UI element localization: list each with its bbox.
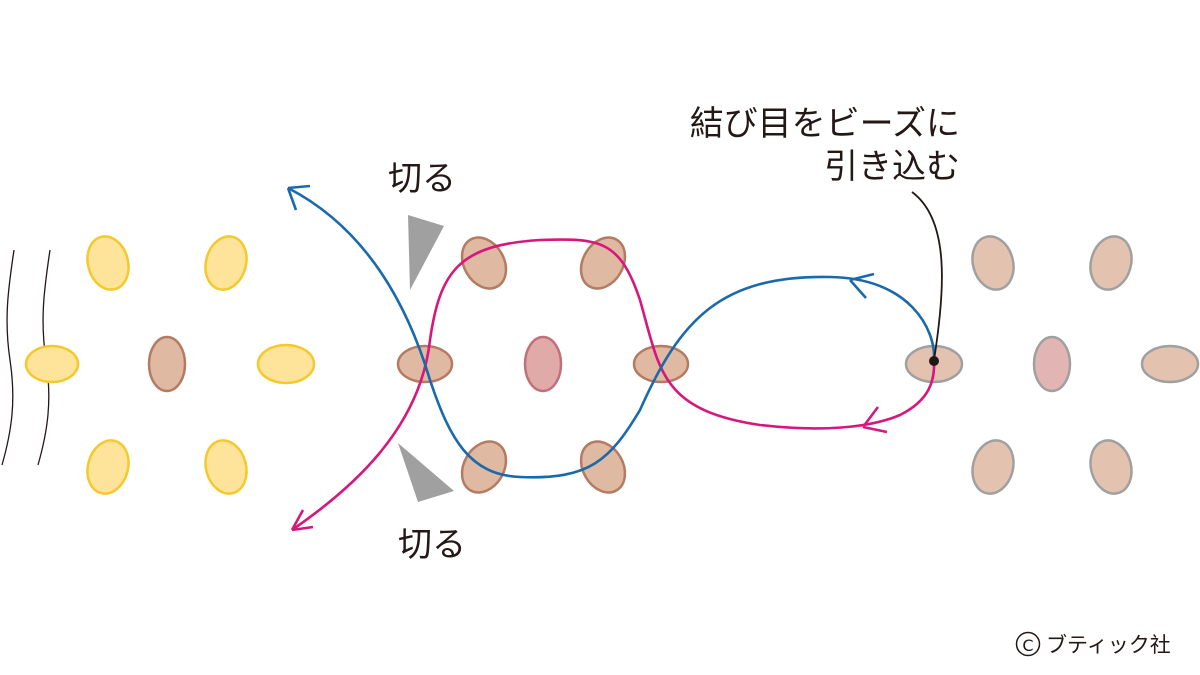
center-motif-beads [396, 236, 690, 494]
copyright-icon [1015, 631, 1041, 657]
break-line-1 [1, 249, 15, 466]
magenta-arrowhead-right [861, 406, 888, 434]
label-knot-line1: 結び目をビーズに [690, 104, 960, 144]
copyright-icon-letter: C [1022, 636, 1033, 655]
label-knot-line2: 引き込む [824, 147, 960, 187]
brown-bead [579, 236, 627, 290]
blue-thread-path [287, 186, 936, 479]
magenta-thread-path [291, 238, 936, 532]
yellow-bead [86, 439, 130, 495]
cut-pointer-top [408, 215, 444, 290]
pink-bead-right-center [1032, 335, 1072, 393]
yellow-bead [86, 235, 130, 291]
brown-bead-horizontal [632, 344, 690, 384]
pink-bead-center [523, 335, 563, 393]
yellow-bead [204, 235, 248, 291]
yellow-beads [24, 235, 316, 495]
blue-arrowhead-right [849, 272, 875, 299]
knot-dot-icon [929, 356, 939, 366]
gray-bead-horizontal [1140, 344, 1200, 384]
magenta-arrowhead-left [290, 509, 314, 532]
brown-bead-center-left [147, 335, 187, 393]
blue-arrowhead-left [286, 184, 311, 211]
magenta-thread [290, 238, 936, 532]
gray-bead [1089, 235, 1133, 291]
yellow-bead-horizontal [256, 343, 316, 385]
right-motif-beads [904, 235, 1200, 495]
gray-bead [1089, 439, 1133, 495]
brown-bead [460, 236, 508, 290]
blue-thread [286, 184, 936, 479]
yellow-bead [204, 439, 248, 495]
brown-bead [579, 440, 627, 494]
yellow-bead-horizontal [24, 344, 80, 384]
copyright-text: ブティック社 [1046, 633, 1171, 657]
cut-pointer-bottom [398, 443, 454, 502]
label-cut-bottom: 切る [398, 525, 466, 565]
knot-leader-line [911, 191, 943, 361]
copyright: C ブティック社 [1015, 631, 1171, 657]
gray-bead [971, 439, 1015, 495]
gray-bead [971, 235, 1015, 291]
label-cut-top: 切る [388, 159, 456, 199]
